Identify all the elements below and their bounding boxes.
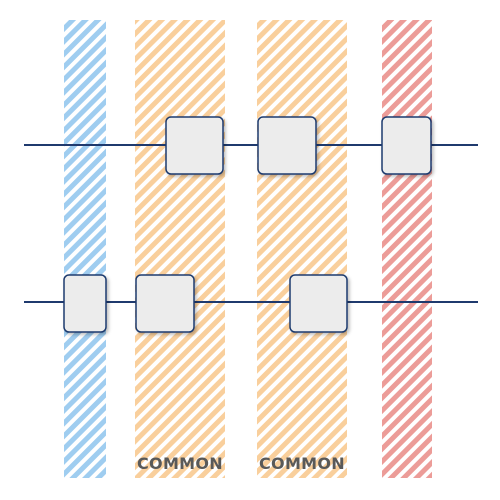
band-common-2-label: COMMON: [259, 454, 345, 473]
band-common-2: [257, 20, 347, 478]
node-bottom-1: [63, 274, 107, 333]
band-common-1-label: COMMON: [137, 454, 223, 473]
band-blue: [64, 20, 106, 478]
node-bottom-2: [135, 274, 195, 333]
node-top-2: [257, 116, 317, 175]
band-common-1: [135, 20, 225, 478]
node-top-3: [381, 116, 432, 175]
node-top-1: [165, 116, 224, 175]
band-red: [382, 20, 432, 478]
node-bottom-3: [289, 274, 348, 333]
